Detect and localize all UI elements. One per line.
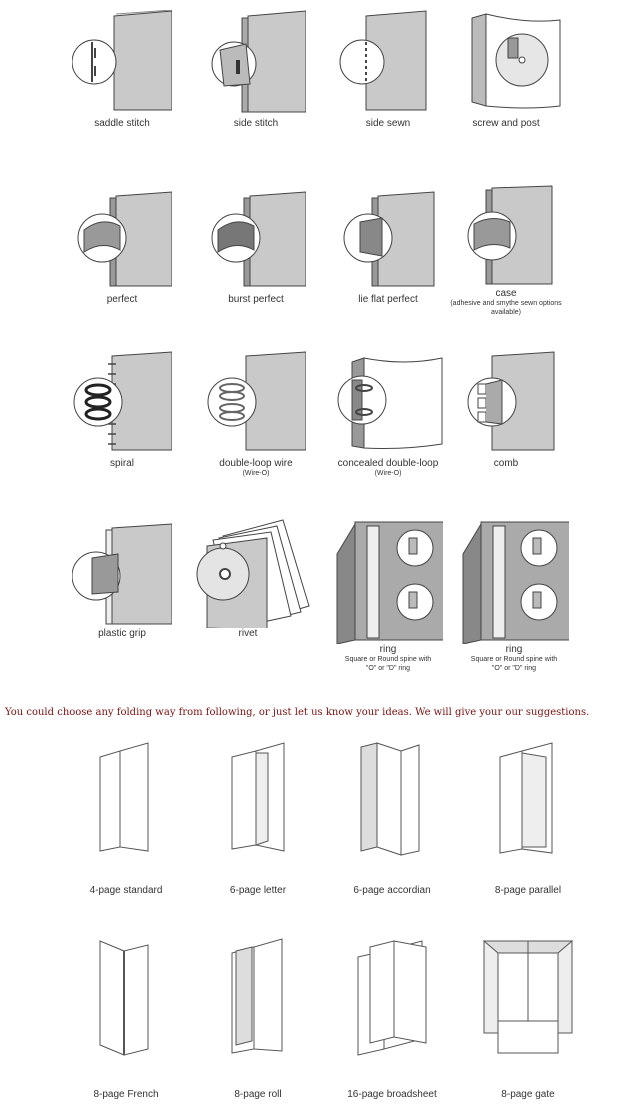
fold-item-8-page-roll: 8-page roll — [188, 937, 328, 1100]
binding-item-spiral: spiral — [52, 350, 192, 469]
binding-item-perfect: perfect — [52, 186, 192, 305]
binding-item-lie-flat-perfect: lie flat perfect — [318, 186, 458, 305]
fold-item-8-page-french: 8-page French — [56, 937, 196, 1100]
binding-sublabel: (Wire-O) — [242, 470, 270, 477]
binding-item-side-stitch: side stitch — [186, 10, 326, 129]
binding-label: spiral — [110, 458, 134, 469]
binding-label: comb — [493, 458, 519, 469]
binding-label: concealed double-loop — [337, 458, 439, 469]
side-stitch-illustration — [211, 10, 306, 113]
binding-label: plastic grip — [98, 628, 146, 639]
case-illustration — [467, 185, 553, 285]
binding-label: ring — [505, 644, 523, 655]
binding-styles-grid: saddle stitch side stitch side sewn scre… — [52, 10, 584, 673]
double-loop-wire-illustration — [207, 351, 306, 451]
fold-label: 6-page letter — [229, 885, 287, 896]
fold-4-page-standard-illustration — [99, 742, 149, 852]
binding-label: side sewn — [365, 118, 411, 129]
fold-label: 6-page accordian — [353, 885, 431, 896]
binding-label: screw and post — [472, 118, 540, 129]
folding-styles-grid: 4-page standard 6-page letter 6-page acc… — [0, 735, 627, 1110]
binding-item-rivet: rivet — [178, 516, 318, 639]
fold-label: 8-page parallel — [494, 885, 562, 896]
binding-item-screw-and-post: screw and post — [436, 10, 576, 129]
binding-label: side stitch — [233, 118, 279, 129]
fold-16-page-broadsheet-illustration — [357, 940, 427, 1056]
binding-label: double-loop wire — [219, 458, 293, 469]
binding-label: ring — [379, 644, 397, 655]
binding-item-ring-2: ring Square or Round spine with "O" or "… — [444, 520, 584, 673]
binding-item-saddle-stitch: saddle stitch — [52, 10, 192, 129]
spiral-illustration — [73, 351, 172, 451]
comb-illustration — [467, 351, 555, 451]
fold-label: 8-page roll — [234, 1089, 282, 1100]
fold-label: 8-page French — [93, 1089, 159, 1100]
binding-item-concealed-double-loop: concealed double-loop (Wire-O) — [318, 350, 458, 478]
lie-flat-perfect-illustration — [343, 191, 435, 287]
binding-label: rivet — [238, 628, 258, 639]
ring-binder-illustration — [336, 521, 443, 644]
binding-item-double-loop-wire: double-loop wire (Wire-O) — [186, 350, 326, 478]
binding-sublabel: Square or Round spine with "O" or "D" ri… — [344, 656, 432, 672]
folding-intro-text: You could choose any folding way from fo… — [5, 707, 590, 718]
fold-label: 8-page gate — [501, 1089, 555, 1100]
binding-item-plastic-grip: plastic grip — [52, 520, 192, 639]
fold-item-16-page-broadsheet: 16-page broadsheet — [322, 937, 462, 1100]
binding-item-ring-1: ring Square or Round spine with "O" or "… — [318, 520, 458, 673]
binding-label: burst perfect — [228, 294, 284, 305]
saddle-stitch-illustration — [72, 10, 172, 111]
binding-sublabel: (adhesive and smythe sewn options availa… — [450, 300, 562, 316]
fold-label: 4-page standard — [89, 885, 163, 896]
plastic-grip-illustration — [72, 523, 172, 625]
binding-sublabel: Square or Round spine with "O" or "D" ri… — [470, 656, 558, 672]
fold-8-page-roll-illustration — [231, 938, 283, 1054]
binding-label: perfect — [106, 294, 138, 305]
fold-item-6-page-accordian: 6-page accordian — [322, 741, 462, 896]
binding-label: case — [495, 288, 517, 299]
fold-8-page-french-illustration — [99, 940, 149, 1056]
fold-8-page-gate-illustration — [482, 940, 574, 1054]
fold-item-6-page-letter: 6-page letter — [188, 741, 328, 896]
rivet-illustration — [196, 519, 310, 628]
fold-6-page-accordian-illustration — [360, 742, 420, 856]
binding-sublabel: (Wire-O) — [374, 470, 402, 477]
binding-item-comb: comb — [436, 350, 576, 469]
fold-item-8-page-parallel: 8-page parallel — [458, 741, 598, 896]
side-sewn-illustration — [339, 10, 427, 111]
binding-label: saddle stitch — [94, 118, 150, 129]
concealed-double-loop-illustration — [337, 357, 443, 449]
binding-item-case: case (adhesive and smythe sewn options a… — [436, 180, 576, 317]
binding-item-side-sewn: side sewn — [318, 10, 458, 129]
binding-item-burst-perfect: burst perfect — [186, 186, 326, 305]
perfect-illustration — [77, 191, 172, 287]
fold-item-8-page-gate: 8-page gate — [458, 937, 598, 1100]
burst-perfect-illustration — [211, 191, 306, 287]
screw-and-post-illustration — [471, 13, 561, 109]
fold-label: 16-page broadsheet — [347, 1089, 437, 1100]
ring-binder-illustration — [462, 521, 569, 644]
fold-6-page-letter-illustration — [231, 742, 285, 852]
binding-label: lie flat perfect — [358, 294, 418, 305]
fold-item-4-page-standard: 4-page standard — [56, 741, 196, 896]
fold-8-page-parallel-illustration — [499, 742, 553, 854]
